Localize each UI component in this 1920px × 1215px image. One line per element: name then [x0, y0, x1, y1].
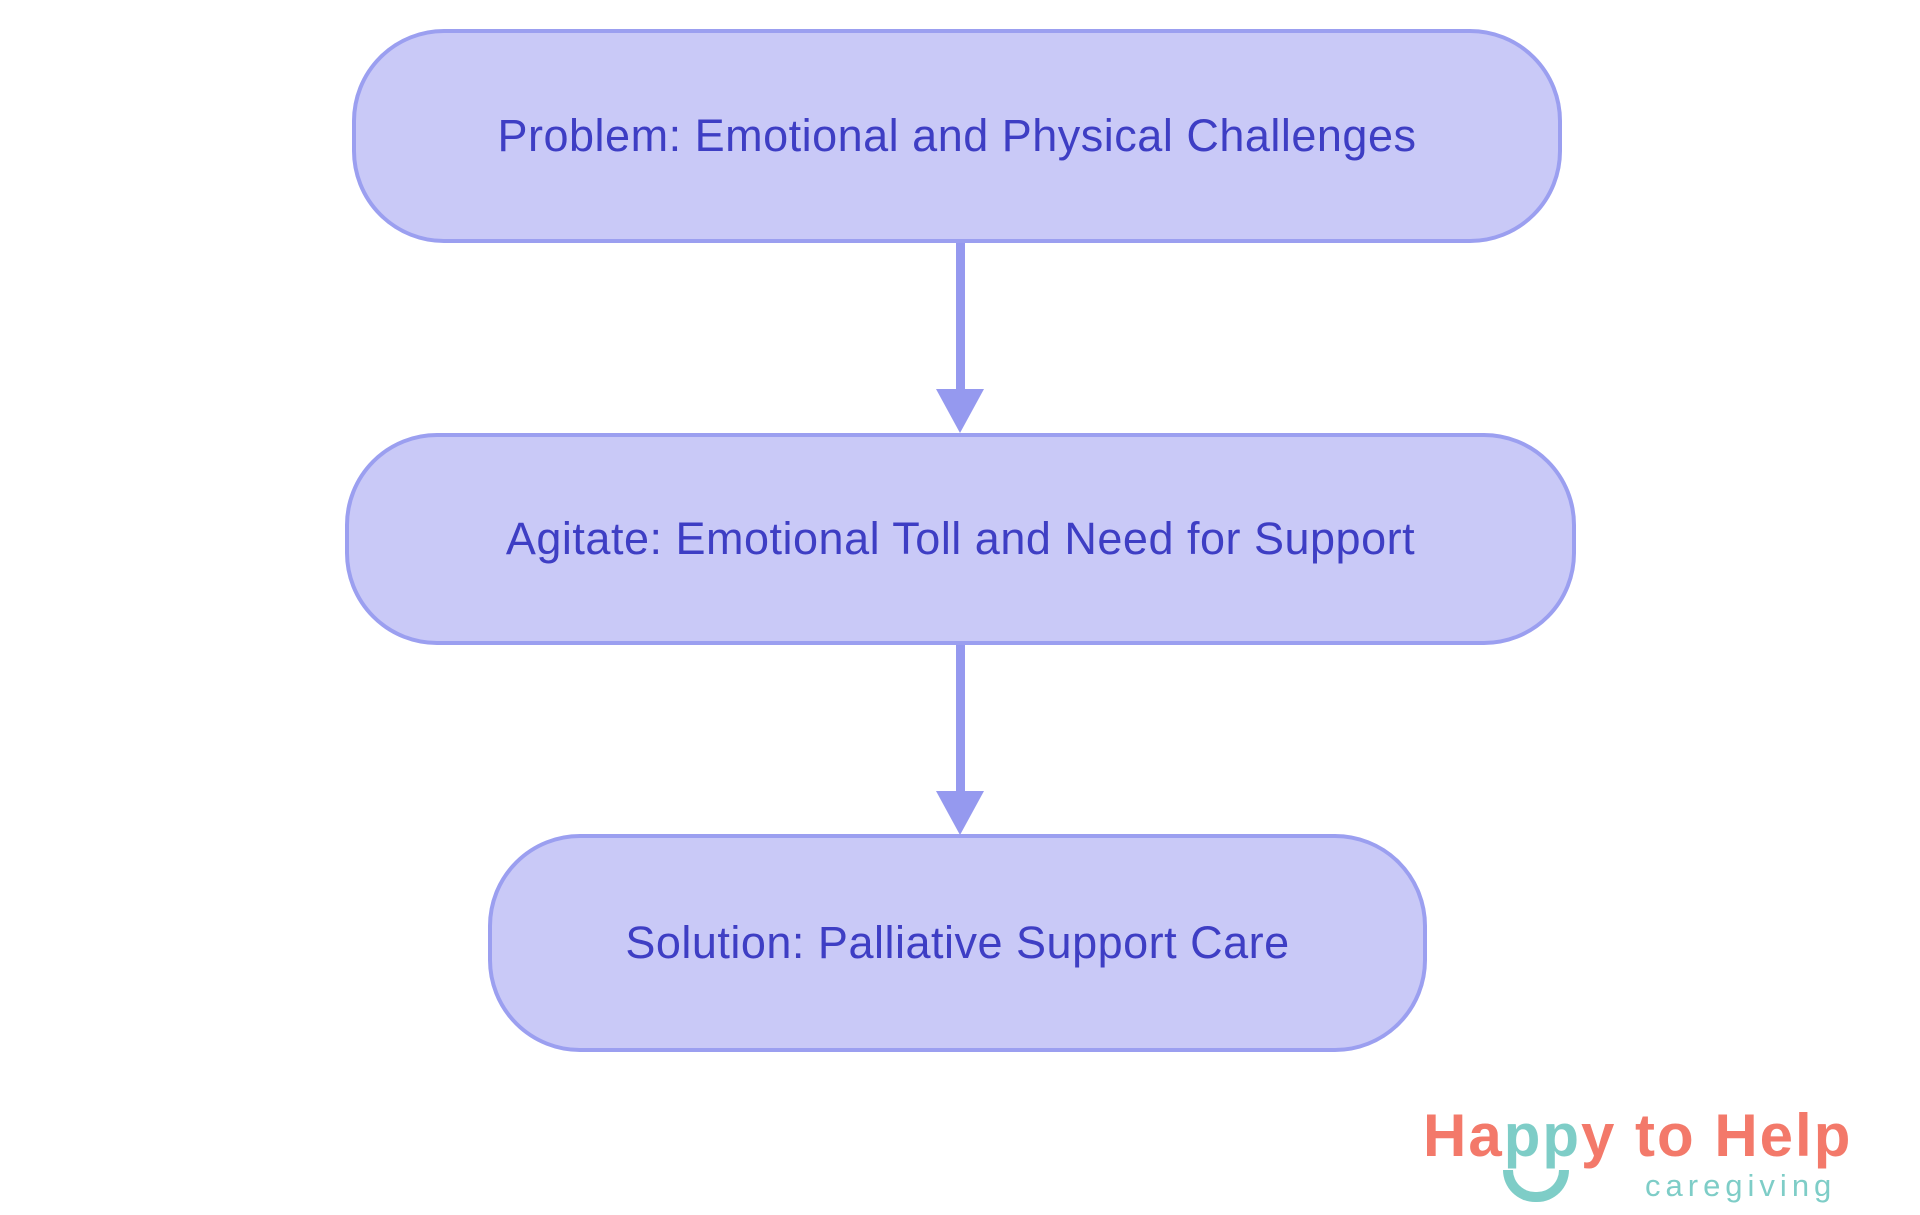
arrowhead-down-icon — [936, 389, 984, 433]
flow-node-solution: Solution: Palliative Support Care — [488, 834, 1427, 1052]
flow-node-agitate: Agitate: Emotional Toll and Need for Sup… — [345, 433, 1576, 645]
logo-wordmark: Happy to Help — [1423, 1106, 1883, 1202]
connector-problem-agitate-stem — [956, 243, 965, 391]
smile-icon — [1503, 1170, 1569, 1202]
logo-text-ha: Ha — [1423, 1102, 1504, 1169]
logo-text-pp: pp — [1503, 1102, 1582, 1169]
flow-node-problem-label: Problem: Emotional and Physical Challeng… — [497, 110, 1417, 161]
logo-caregiving-text: caregiving — [1645, 1168, 1837, 1203]
arrowhead-down-icon — [936, 791, 984, 835]
logo-text-y-to-help: y to Help — [1581, 1102, 1853, 1169]
flow-node-agitate-label: Agitate: Emotional Toll and Need for Sup… — [505, 513, 1416, 564]
flow-node-problem: Problem: Emotional and Physical Challeng… — [352, 29, 1562, 243]
connector-agitate-solution-stem — [956, 645, 965, 793]
happy-to-help-logo: Happy to Help caregiving — [1423, 1106, 1883, 1206]
flow-node-solution-label: Solution: Palliative Support Care — [625, 917, 1290, 968]
